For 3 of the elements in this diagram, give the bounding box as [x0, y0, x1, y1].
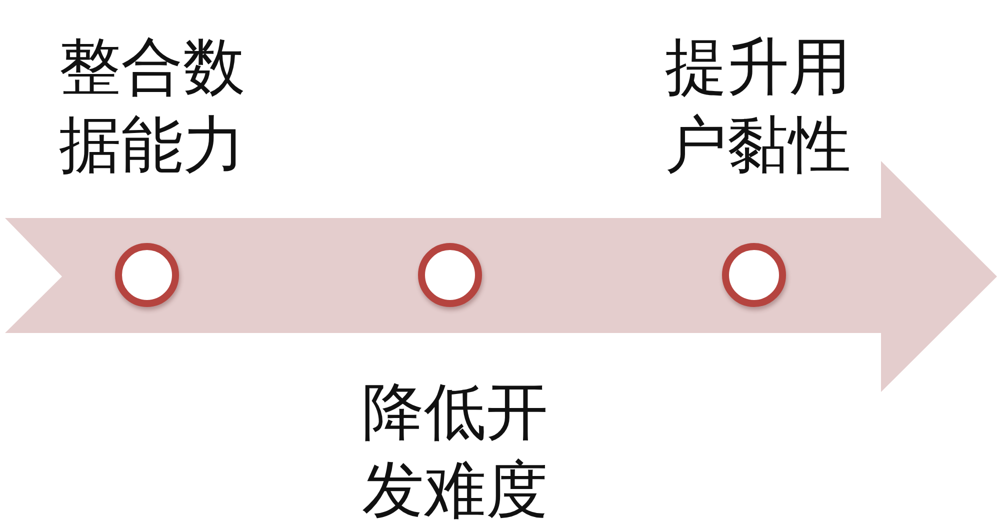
- milestone-label: 整合数据能力: [59, 33, 246, 182]
- milestone-label: 降低开发难度: [362, 378, 549, 527]
- milestone-label: 提升用户黏性: [665, 33, 852, 182]
